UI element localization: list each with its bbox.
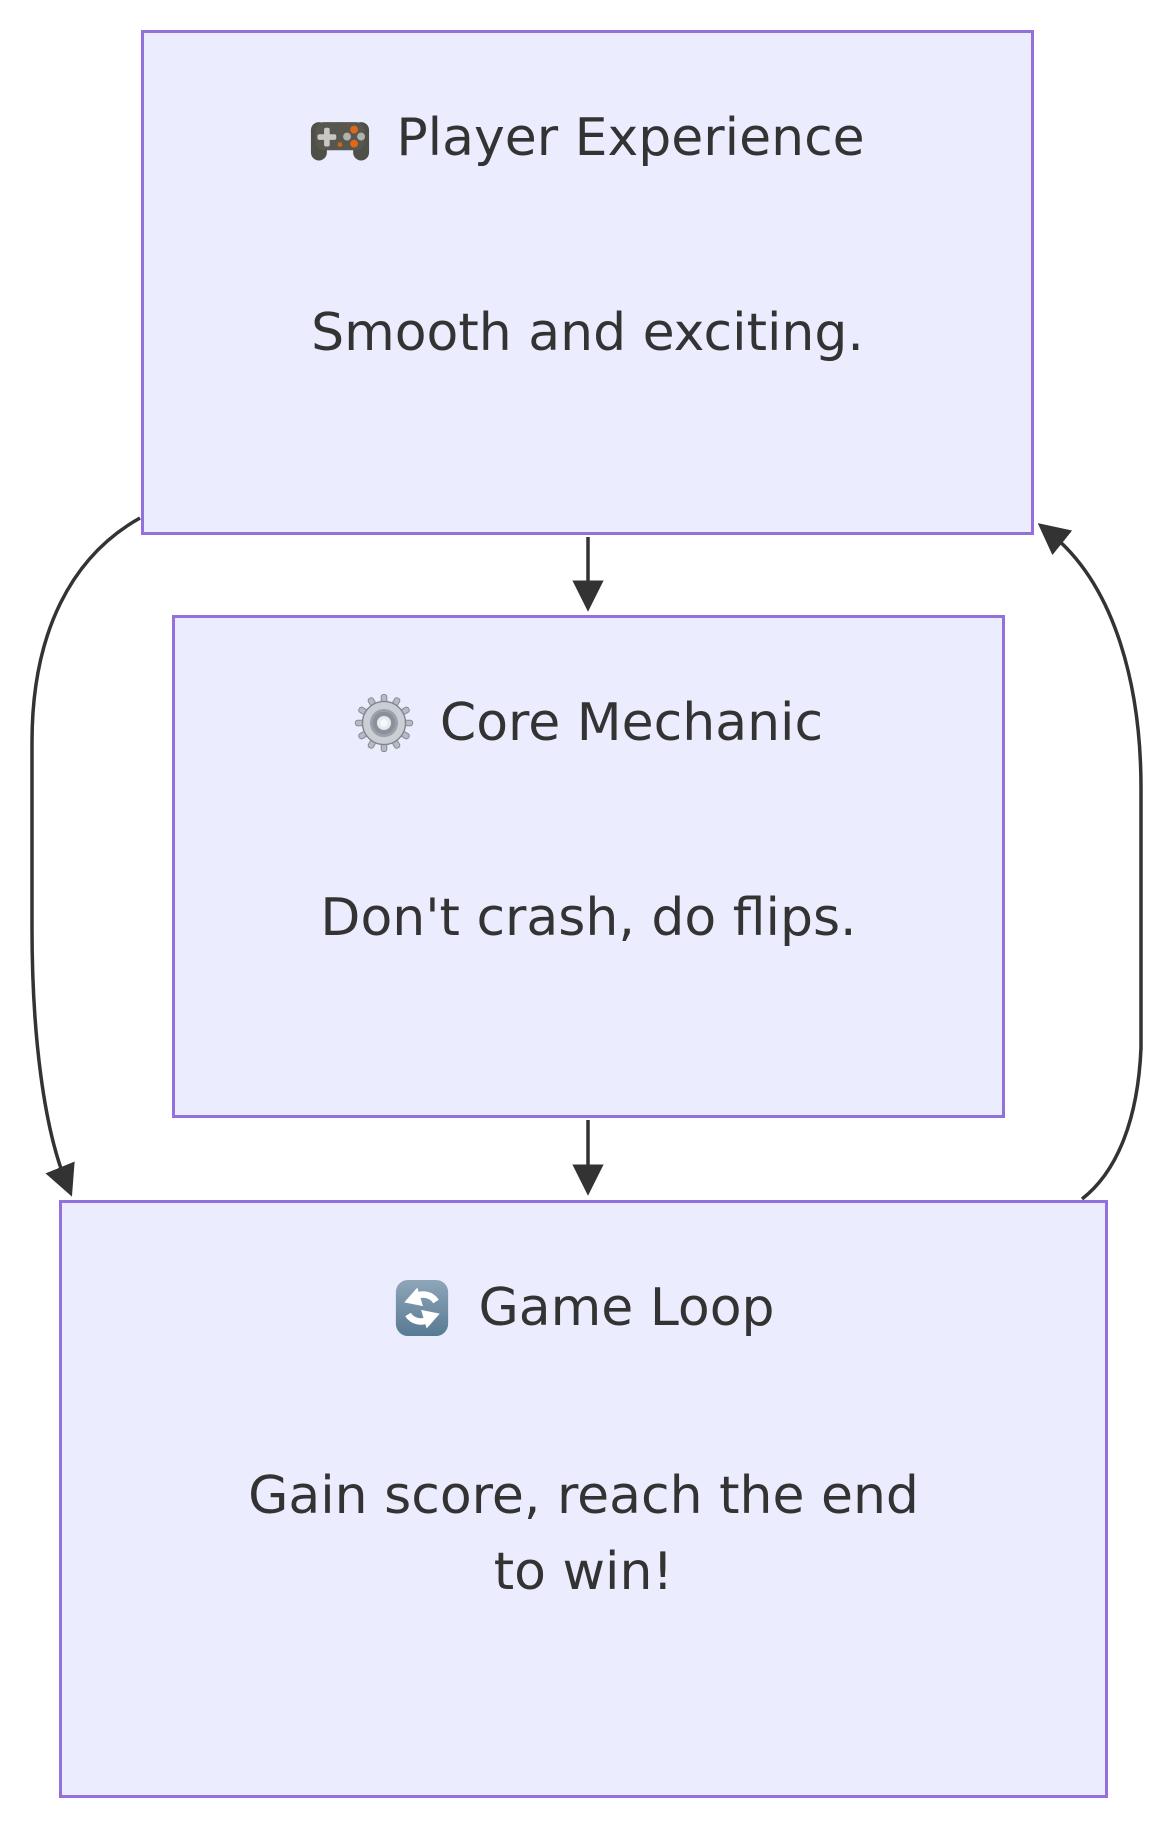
node-player-experience: Player Experience Smooth and exciting. xyxy=(141,30,1034,535)
gear-icon xyxy=(354,691,414,755)
edge-player-experience-to-game-loop xyxy=(30,516,141,1197)
node-body-line: Gain score, reach the end xyxy=(248,1466,919,1526)
node-title: Core Mechanic xyxy=(175,690,1002,756)
node-game-loop: Game Loop Gain score, reach the end to w… xyxy=(59,1200,1108,1798)
node-title: Player Experience xyxy=(144,105,1031,171)
node-body: Don't crash, do flips. xyxy=(179,880,998,956)
node-body: Gain score, reach the end to win! xyxy=(66,1458,1101,1610)
edge-game-loop-to-player-experience xyxy=(1037,523,1143,1201)
counterclockwise-arrows-icon xyxy=(392,1276,452,1340)
node-body-line: to win! xyxy=(493,1542,674,1602)
node-body-line: Smooth and exciting. xyxy=(311,303,864,363)
node-title-label: Player Experience xyxy=(396,108,865,168)
node-title-label: Game Loop xyxy=(478,1278,775,1338)
node-body-line: Don't crash, do flips. xyxy=(320,888,857,948)
gamepad-icon xyxy=(310,106,370,170)
node-title: Game Loop xyxy=(62,1275,1105,1341)
node-title-label: Core Mechanic xyxy=(439,693,824,753)
node-body: Smooth and exciting. xyxy=(148,295,1027,371)
node-core-mechanic: Core Mechanic Don't crash, do flips. xyxy=(172,615,1005,1118)
